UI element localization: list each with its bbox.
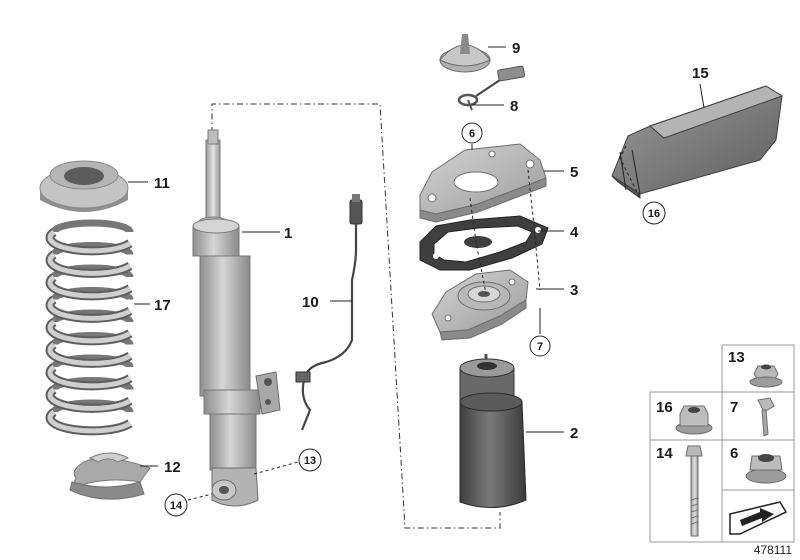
part-5-top-mount-plate [419,143,547,223]
spring-coil-front [47,252,132,276]
part-12-lower-spring-seat [69,452,151,500]
callout-13-circled: 13 [298,448,322,472]
spring-coil-front [47,319,132,344]
callout-16-circled: 16 [642,201,666,225]
part-11-spring-pad [39,160,129,212]
callout-9: 9 [512,40,520,57]
part-9-cap [439,34,491,73]
callout-5: 5 [570,164,578,181]
callout-11: 11 [154,175,170,192]
callout-15: 15 [692,65,709,82]
callout-4: 4 [570,224,579,241]
callouts: 1 2 3 4 5 8 9 10 11 12 15 17 6 7 13 14 1… [154,40,709,517]
spring-coil-back [50,242,134,256]
svg-text:6: 6 [469,128,475,140]
spring-coil-back [50,264,134,279]
spring-coil-front [47,364,132,389]
spring-coil-back [50,377,134,391]
spring-coil-back [50,287,134,301]
spring-coil-front [47,297,132,321]
callout-2: 2 [570,425,578,442]
svg-text:7: 7 [537,341,543,353]
callout-12: 12 [164,459,181,476]
leader-lines [128,46,705,501]
callout-7-circled: 7 [529,335,551,357]
callout-17: 17 [154,297,171,314]
svg-text:16: 16 [656,399,673,416]
spring-coil-front [47,387,132,411]
part-10-sensor-cable [295,194,363,431]
part-4-gasket [419,215,549,271]
assembly-line [211,103,501,529]
part-1-shock-absorber [192,129,281,507]
callout-3: 3 [570,282,578,299]
spring-coil-front [47,229,132,254]
spring-coil-front [47,409,132,434]
grid-cell-14: 14 [656,445,703,537]
spring-coil-front [47,274,132,299]
svg-text:14: 14 [656,445,673,462]
grid-cell-16: 16 [656,399,713,435]
grid-cell-arrow-symbol [729,501,788,535]
svg-text:6: 6 [730,445,738,462]
spring-coil-back [50,332,134,346]
part-3-strut-bearing [431,269,529,341]
diagram-number: 478111 [754,543,793,557]
parts-grid: 13 16 7 14 [649,344,795,543]
callout-1: 1 [284,225,292,242]
part-2-dust-boot [459,354,527,509]
callout-10: 10 [302,294,319,311]
callout-6-circled: 6 [461,122,483,144]
svg-text:13: 13 [728,349,745,366]
spring-coil-back [50,309,134,324]
svg-text:16: 16 [648,208,660,220]
spring-coil-back [50,219,134,234]
grid-cell-6: 6 [730,445,787,484]
spring-coil-back [50,354,134,369]
grid-cell-7: 7 [730,397,775,437]
callout-14-circled: 14 [164,493,188,517]
svg-text:7: 7 [730,399,738,416]
spring-coil-back [50,399,134,414]
callout-8: 8 [510,98,518,115]
svg-text:14: 14 [170,500,183,512]
spring-coil-front [47,342,132,366]
part-17-coil-spring [45,219,134,436]
grid-cell-13: 13 [728,349,783,388]
part-15-cover [611,85,784,199]
svg-text:13: 13 [304,455,316,467]
part-8-wear-sensor [457,65,526,111]
